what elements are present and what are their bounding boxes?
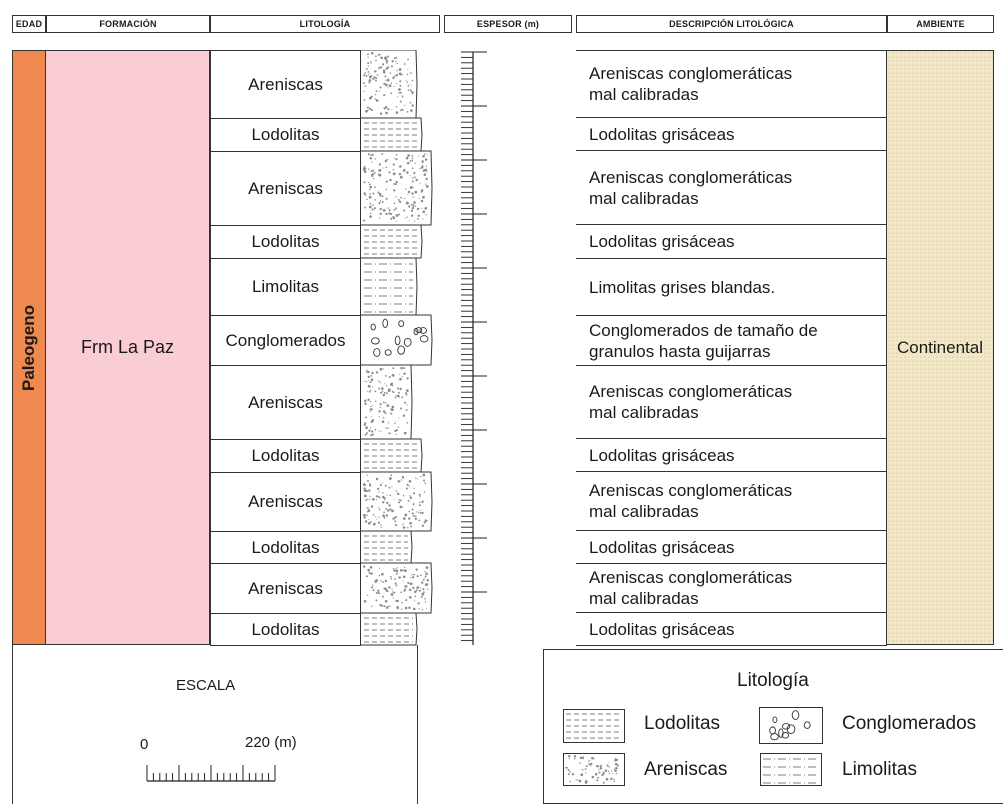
- scale-bar: [146, 765, 276, 782]
- description-cell: Areniscas conglomeráticas mal calibradas: [576, 471, 887, 530]
- lithology-layer-5: [361, 257, 418, 316]
- legend-swatch-conglomerados: [759, 707, 823, 744]
- lithology-layer-10: [361, 530, 413, 564]
- description-text: Lodolitas grisáceas: [589, 232, 735, 251]
- ambiente-label: Continental: [896, 337, 983, 357]
- lithology-name-cell: Areniscas: [210, 563, 361, 614]
- thickness-ruler: [461, 51, 487, 645]
- header-ambiente: AMBIENTE: [887, 15, 994, 33]
- scale-box: ESCALA 0 220 (m): [12, 645, 418, 804]
- edad-label: Paleogeno: [19, 304, 38, 391]
- lithology-name-cell: Lodolitas: [210, 439, 361, 473]
- description-text: Areniscas conglomeráticas: [589, 481, 793, 500]
- description-text: Areniscas conglomeráticas: [589, 64, 793, 83]
- description-text: Areniscas conglomeráticas: [589, 568, 793, 587]
- lithology-layer-9: [361, 471, 433, 532]
- description-cell: Lodolitas grisáceas: [576, 117, 887, 150]
- ambiente-column: Continental: [886, 50, 994, 645]
- description-text: Lodolitas grisáceas: [589, 537, 735, 557]
- legend-title: Litología: [737, 670, 809, 691]
- description-bottom-line: [576, 645, 887, 646]
- legend-swatch-limolitas: [760, 753, 822, 786]
- header-litologia: LITOLOGÍA: [210, 15, 440, 33]
- formacion-label: Frm La Paz: [80, 337, 175, 357]
- lithology-name-cell: Lodolitas: [210, 225, 361, 259]
- header-edad: EDAD: [12, 15, 46, 33]
- legend-label-limolitas: Limolitas: [842, 759, 917, 780]
- scale-min-label: 0: [140, 736, 149, 753]
- lithology-pattern-column: [361, 50, 487, 646]
- lithology-name-cell: Limolitas: [210, 258, 361, 316]
- lithology-name-cell: Lodolitas: [210, 118, 361, 152]
- lithology-name-cell: Lodolitas: [210, 613, 361, 646]
- description-cell: Areniscas conglomeráticas mal calibradas: [576, 50, 887, 117]
- description-cell: Lodolitas grisáceas: [576, 612, 887, 645]
- edad-column: Paleogeno: [12, 50, 46, 645]
- legend-label-areniscas: Areniscas: [644, 759, 728, 780]
- description-text: mal calibradas: [589, 403, 699, 422]
- lithology-name-cell: Lodolitas: [210, 531, 361, 564]
- lithology-layer-7: [361, 364, 413, 440]
- legend-swatch-areniscas: [563, 753, 625, 786]
- description-text: mal calibradas: [589, 589, 699, 608]
- description-text: Conglomerados de tamaño de: [589, 320, 818, 340]
- description-cell: Areniscas conglomeráticas mal calibradas: [576, 563, 887, 612]
- lithology-name-cell: Conglomerados: [210, 315, 361, 366]
- description-text: Lodolitas grisáceas: [589, 124, 735, 144]
- description-text: Areniscas conglomeráticas: [589, 167, 793, 187]
- lithology-name-cell: Areniscas: [210, 365, 361, 440]
- lithology-layer-2: [361, 117, 423, 152]
- legend-box: Litología Lodolitas Conglomerados Arenis…: [543, 649, 1003, 804]
- description-cell: Areniscas conglomeráticas mal calibradas: [576, 365, 887, 438]
- description-text: Lodolitas grisáceas: [589, 445, 735, 465]
- formacion-column: Frm La Paz: [46, 50, 210, 645]
- description-cell: Lodolitas grisáceas: [576, 224, 887, 258]
- description-cell: Lodolitas grisáceas: [576, 438, 887, 471]
- header-formacion: FORMACIÓN: [46, 15, 210, 33]
- scale-max-label: 220 (m): [245, 734, 297, 751]
- legend-swatch-lodolitas: [563, 709, 625, 743]
- lithology-layer-3: [361, 150, 433, 226]
- lithology-name-cell: Areniscas: [210, 472, 361, 532]
- description-text: Limolitas grises blandas.: [589, 277, 776, 297]
- description-text: Areniscas conglomeráticas: [589, 382, 793, 401]
- scale-title: ESCALA: [176, 677, 236, 694]
- lithology-layer-6: [361, 314, 433, 366]
- legend-label-lodolitas: Lodolitas: [644, 713, 721, 734]
- description-text: mal calibradas: [589, 502, 699, 521]
- lithology-layer-12: [361, 612, 418, 646]
- description-text: granulos hasta guijarras: [589, 341, 771, 361]
- description-text: mal calibradas: [589, 188, 699, 208]
- lithology-layer-11: [361, 562, 433, 614]
- legend-label-conglomerados: Conglomerados: [842, 713, 977, 734]
- header-descripcion: DESCRIPCIÓN LITOLÓGICA: [576, 15, 887, 33]
- description-cell: Limolitas grises blandas.: [576, 258, 887, 315]
- header-espesor: ESPESOR (m): [444, 15, 572, 33]
- lithology-layer-8: [361, 438, 423, 473]
- description-cell: Lodolitas grisáceas: [576, 530, 887, 563]
- description-text: Lodolitas grisáceas: [589, 619, 735, 639]
- lithology-name-cell: Areniscas: [210, 50, 361, 119]
- lithology-layer-4: [361, 224, 423, 259]
- lithology-layer-1: [361, 50, 418, 119]
- lithology-name-cell: Areniscas: [210, 151, 361, 226]
- description-text: mal calibradas: [589, 85, 699, 104]
